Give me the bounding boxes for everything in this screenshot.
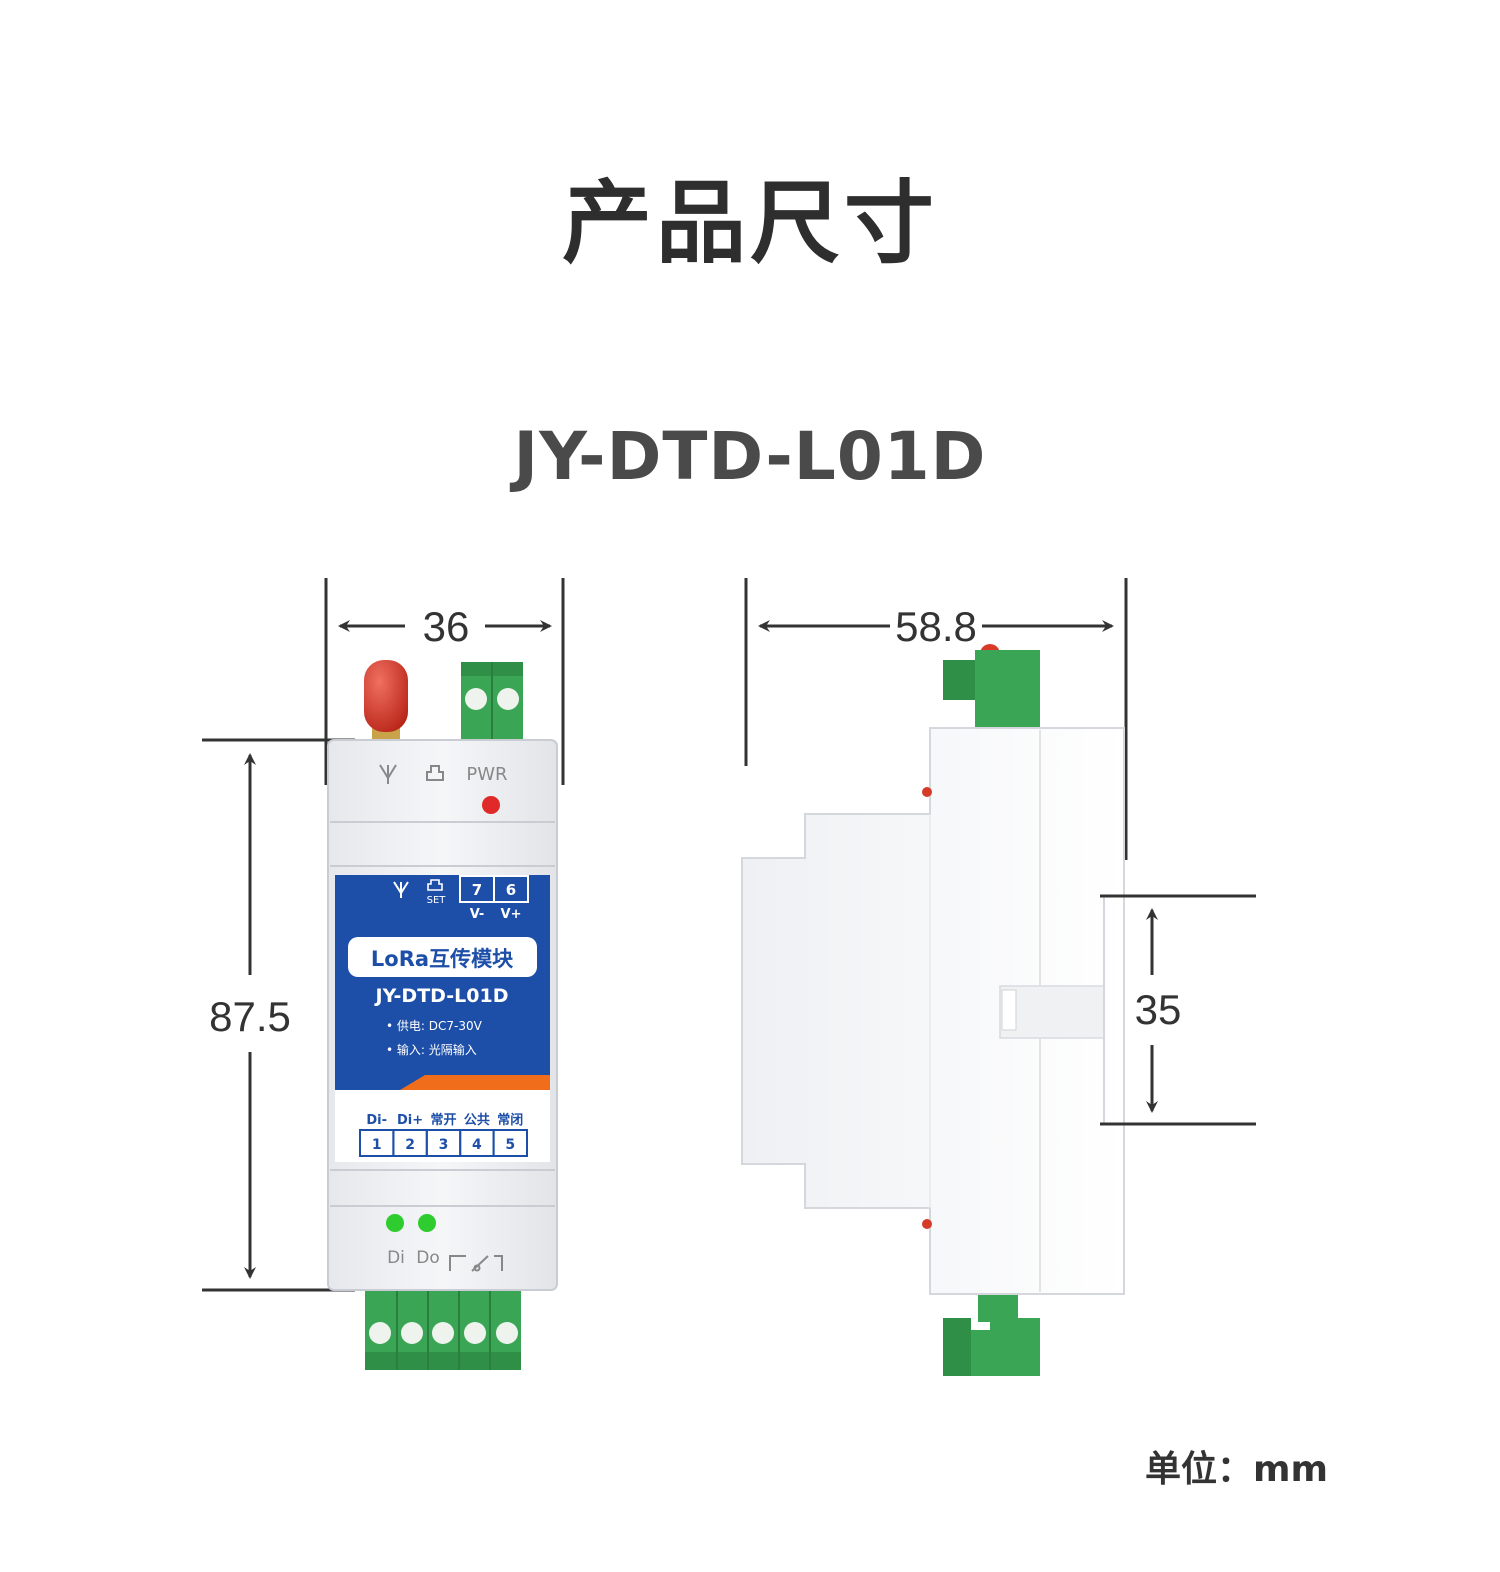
side-body — [741, 727, 1125, 1295]
io-pin-box-5 — [492, 1129, 529, 1157]
v-plus-label: V+ — [501, 907, 522, 922]
button-symbol-icon — [426, 765, 444, 781]
do-led — [418, 1214, 436, 1232]
product-name: LoRa互传模块 — [371, 947, 514, 971]
panel-antenna-icon — [393, 881, 409, 898]
din-rail-clip — [999, 985, 1105, 1039]
io-pin-row: 1 2 3 4 5 — [359, 1129, 529, 1157]
set-label: SET — [427, 895, 447, 906]
front-view: 36 87.5 — [202, 578, 565, 1370]
front-label-panel: SET 7 6 V- V+ LoRa互传模块 JY-DTD-L01D • 供电:… — [335, 875, 550, 1162]
di-label: Di — [387, 1248, 405, 1268]
io-pin-4: 4 — [472, 1137, 482, 1153]
di-led — [386, 1214, 404, 1232]
io-label-5: 常闭 — [497, 1112, 523, 1128]
rail-value: 35 — [1135, 986, 1182, 1033]
depth-value: 58.8 — [895, 603, 977, 650]
io-label-1: Di- — [366, 1113, 387, 1128]
height-value: 87.5 — [209, 993, 291, 1040]
io-label-4: 公共 — [464, 1112, 490, 1128]
io-label-2: Di+ — [397, 1113, 423, 1128]
io-pin-1: 1 — [372, 1137, 382, 1153]
panel-set-icon — [427, 879, 443, 891]
antenna-symbol-icon — [379, 764, 397, 784]
top-terminal-block — [461, 662, 523, 740]
bottom-terminal-block — [365, 1288, 521, 1370]
model-heading: JY-DTD-L01D — [513, 418, 987, 495]
side-top-terminal — [943, 644, 1040, 728]
pin6-label: 6 — [506, 881, 516, 899]
unit-label: 单位：mm — [1145, 1449, 1329, 1490]
relay-symbol-icon — [449, 1255, 503, 1272]
pwr-label: PWR — [466, 764, 507, 785]
side-view: 58.8 35 — [741, 578, 1256, 1376]
spec-power: • 供电: DC7-30V — [386, 1019, 483, 1033]
width-value: 36 — [423, 603, 470, 650]
io-label-3: 常开 — [430, 1112, 456, 1128]
panel-model: JY-DTD-L01D — [374, 985, 509, 1007]
io-pin-3: 3 — [439, 1137, 449, 1153]
page-title: 产品尺寸 — [562, 171, 938, 276]
pin7-label: 7 — [472, 881, 482, 899]
do-label: Do — [416, 1248, 440, 1268]
spec-input: • 输入: 光隔输入 — [386, 1042, 477, 1057]
antenna-icon — [364, 660, 408, 743]
v-minus-label: V- — [470, 907, 485, 922]
io-label-row: Di- Di+ 常开公共常闭 — [366, 1112, 523, 1128]
io-pin-2: 2 — [405, 1137, 415, 1153]
side-bottom-terminal — [943, 1292, 1040, 1376]
pwr-led — [482, 796, 500, 814]
io-pin-5: 5 — [505, 1137, 515, 1153]
